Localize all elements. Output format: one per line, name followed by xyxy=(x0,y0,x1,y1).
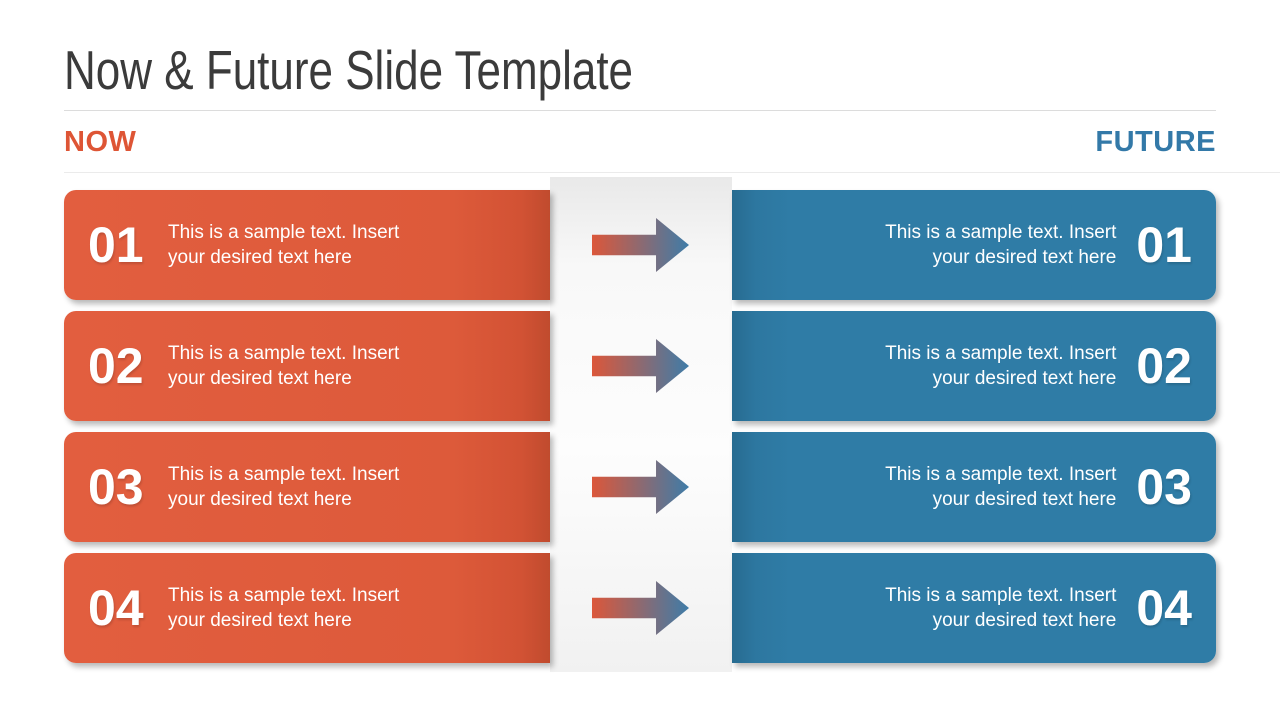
item-sample-text: This is a sample text. Insert your desir… xyxy=(168,462,399,512)
future-item-box: This is a sample text. Insert your desir… xyxy=(732,432,1216,542)
sample-text-line: your desired text here xyxy=(932,489,1117,510)
item-number: 03 xyxy=(88,459,144,515)
item-number: 04 xyxy=(88,580,144,636)
item-number: 02 xyxy=(1136,338,1192,394)
sample-text-line: This is a sample text. Insert xyxy=(885,585,1117,606)
item-sample-text: This is a sample text. Insert your desir… xyxy=(885,220,1116,270)
item-sample-text: This is a sample text. Insert your desir… xyxy=(885,583,1116,633)
sample-text-line: your desired text here xyxy=(168,368,352,389)
item-number: 02 xyxy=(88,338,144,394)
title-divider xyxy=(64,110,1216,111)
now-item-box: 01 This is a sample text. Insert your de… xyxy=(64,190,550,300)
now-column-label: NOW xyxy=(64,126,137,158)
sample-text-line: your desired text here xyxy=(168,489,352,510)
labels-divider xyxy=(64,172,1280,173)
sample-text-line: This is a sample text. Insert xyxy=(168,464,400,485)
sample-text-line: your desired text here xyxy=(168,247,352,268)
sample-text-line: your desired text here xyxy=(932,368,1117,389)
item-sample-text: This is a sample text. Insert your desir… xyxy=(885,341,1116,391)
sample-text-line: This is a sample text. Insert xyxy=(168,585,400,606)
future-item-box: This is a sample text. Insert your desir… xyxy=(732,311,1216,421)
sample-text-line: your desired text here xyxy=(168,610,352,631)
item-sample-text: This is a sample text. Insert your desir… xyxy=(168,220,399,270)
future-column-label: FUTURE xyxy=(1095,126,1216,158)
item-sample-text: This is a sample text. Insert your desir… xyxy=(168,341,399,391)
now-item-box: 03 This is a sample text. Insert your de… xyxy=(64,432,550,542)
sample-text-line: This is a sample text. Insert xyxy=(168,222,400,243)
future-item-box: This is a sample text. Insert your desir… xyxy=(732,553,1216,663)
transition-ribbon xyxy=(550,177,732,672)
item-number: 04 xyxy=(1136,580,1192,636)
item-number: 01 xyxy=(1136,217,1192,273)
sample-text-line: This is a sample text. Insert xyxy=(885,464,1117,485)
item-number: 03 xyxy=(1136,459,1192,515)
sample-text-line: This is a sample text. Insert xyxy=(885,222,1117,243)
sample-text-line: your desired text here xyxy=(932,610,1117,631)
sample-text-line: This is a sample text. Insert xyxy=(885,343,1117,364)
slide-title: Now & Future Slide Template xyxy=(64,39,634,101)
sample-text-line: your desired text here xyxy=(932,247,1117,268)
future-item-box: This is a sample text. Insert your desir… xyxy=(732,190,1216,300)
item-number: 01 xyxy=(88,217,144,273)
now-item-box: 02 This is a sample text. Insert your de… xyxy=(64,311,550,421)
item-sample-text: This is a sample text. Insert your desir… xyxy=(168,583,399,633)
sample-text-line: This is a sample text. Insert xyxy=(168,343,400,364)
item-sample-text: This is a sample text. Insert your desir… xyxy=(885,462,1116,512)
now-item-box: 04 This is a sample text. Insert your de… xyxy=(64,553,550,663)
